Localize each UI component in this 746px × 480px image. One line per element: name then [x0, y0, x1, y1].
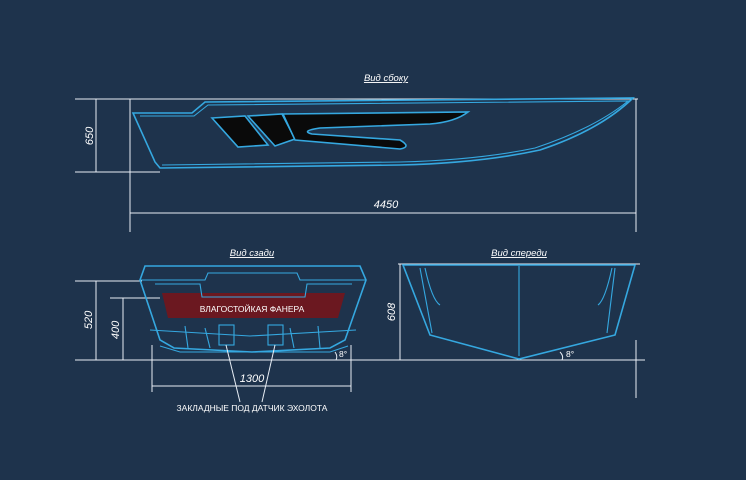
rear-width-label: 1300	[240, 373, 265, 385]
side-view: Вид сбоку 650 4450	[75, 73, 638, 232]
rear-view-title: Вид сзади	[230, 248, 275, 259]
front-angle-label: 8°	[566, 349, 574, 359]
rear-chine-line	[149, 329, 357, 337]
rear-keel-line	[159, 345, 349, 353]
side-window-3	[281, 111, 471, 150]
note-leader-left	[225, 344, 241, 403]
rear-view: Вид сзади 520 400 1300 ВЛАГОСТОЙКАЯ ФАНЕ…	[75, 248, 645, 413]
plywood-panel	[162, 293, 345, 318]
plywood-label: ВЛАГОСТОЙКАЯ ФАНЕРА	[200, 303, 305, 314]
side-height-label: 650	[84, 126, 96, 145]
side-hull-outline	[131, 97, 635, 169]
transducer-note: ЗАКЛАДНЫЕ ПОД ДАТЧИК ЭХОЛОТА	[177, 403, 328, 413]
transducer-mount-right	[267, 324, 284, 346]
front-chine-lines	[419, 267, 616, 334]
rear-hull-outline	[139, 265, 367, 353]
front-hull-outline	[401, 264, 637, 360]
rear-angle-arc	[334, 351, 338, 361]
rear-deck-line	[140, 272, 366, 281]
side-hull-inner	[140, 100, 630, 166]
rear-angle-label: 8°	[339, 349, 347, 359]
side-window-1	[210, 115, 270, 148]
side-view-title: Вид сбоку	[364, 73, 409, 84]
front-flare-lines	[424, 267, 613, 306]
note-leader-right	[261, 344, 276, 403]
rear-height-label: 520	[83, 310, 95, 329]
front-view-title: Вид спереди	[491, 248, 547, 259]
front-angle-arc	[559, 351, 564, 361]
rear-stringers	[184, 325, 321, 349]
front-height-label: 608	[386, 302, 398, 321]
rear-inner-label: 400	[110, 320, 122, 339]
front-view: Вид спереди 608 8°	[386, 248, 640, 398]
rear-transom-line	[155, 283, 352, 298]
side-length-label: 4450	[374, 199, 399, 211]
